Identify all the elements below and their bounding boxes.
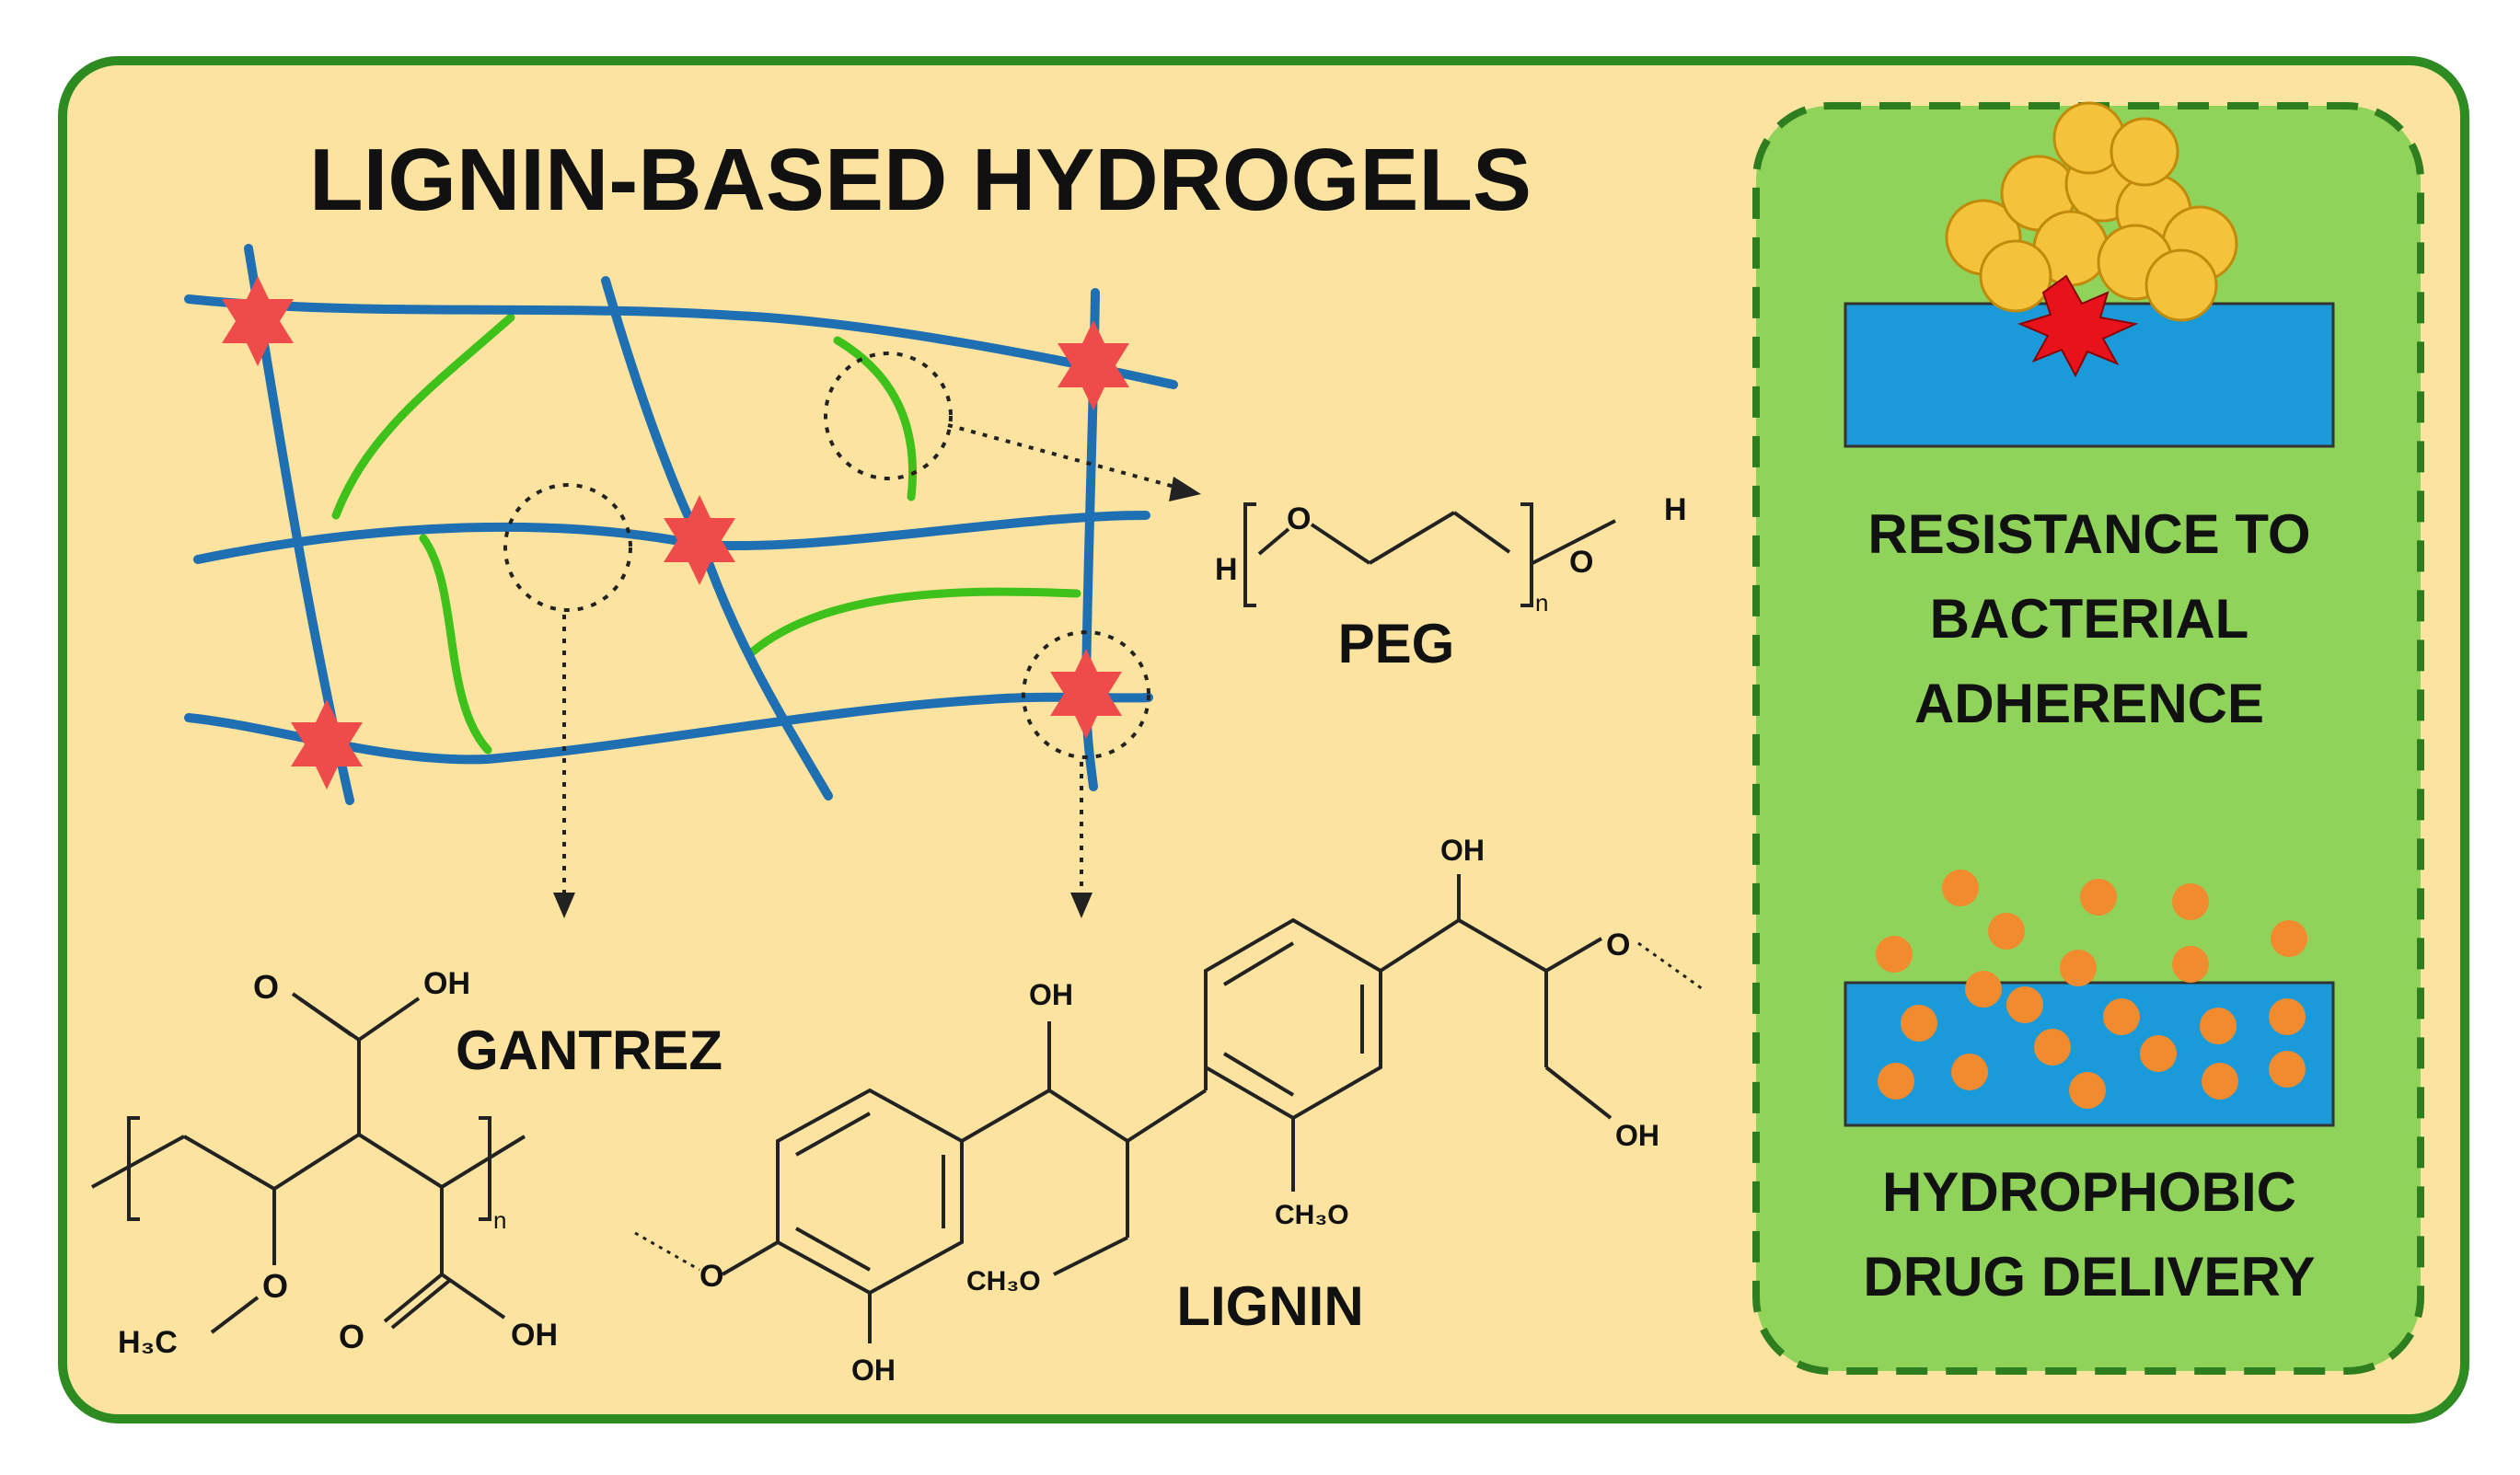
- lignin-ch3o-mid: CH₃O: [1275, 1200, 1349, 1230]
- peg-n: n: [1535, 589, 1548, 617]
- lignin-oh-right: OH: [1615, 1119, 1659, 1152]
- peg-strands: [331, 313, 1081, 755]
- delivery-line-1: HYDROPHOBIC: [1881, 1161, 2297, 1223]
- lignin-structure: OH O OH OH CH₃O CH₃O O OH LIGNIN: [634, 834, 1704, 1387]
- lignin-o-right: O: [1606, 928, 1630, 962]
- crosslink-star-icon: [664, 495, 735, 585]
- crosslink-star-icon: [222, 276, 294, 366]
- arrow-heads: [553, 477, 1201, 918]
- lignin-ch3o-left: CH₃O: [966, 1266, 1041, 1296]
- lignin-label: LIGNIN: [1176, 1275, 1363, 1337]
- resistance-line-3: ADHERENCE: [1913, 673, 2265, 734]
- drug-particle-icon: [1876, 870, 2307, 1109]
- lignin-oh-top: OH: [1440, 834, 1485, 867]
- bacteria-illustration: [1844, 101, 2335, 448]
- crosslink-star-icon: [291, 699, 363, 789]
- gantrez-structure: O OH O OH O H₃C n GANTREZ: [91, 966, 722, 1360]
- delivery-text: HYDROPHOBIC DRUG DELIVERY: [1804, 1150, 2375, 1319]
- diagram-title: LIGNIN-BASED HYDROGELS: [309, 131, 1532, 229]
- lignin-oh-mid: OH: [1029, 978, 1073, 1011]
- peg-h-left: H: [1215, 552, 1238, 587]
- resistance-text: RESISTANCE TO BACTERIAL ADHERENCE: [1804, 492, 2375, 746]
- gantrez-oh-bottom: OH: [511, 1318, 558, 1353]
- crosslink-star-icon: [1050, 649, 1122, 739]
- crosslink-star-icon: [1058, 320, 1129, 410]
- gantrez-o-ether: O: [262, 1267, 288, 1305]
- peg-label: PEG: [1338, 613, 1455, 674]
- gantrez-o-top: O: [253, 968, 279, 1006]
- zoom-circles: [503, 351, 1150, 759]
- peg-o-1: O: [1287, 501, 1311, 536]
- bacteria-cluster-icon: [1945, 101, 2238, 322]
- crosslink-points: [222, 276, 1129, 789]
- gantrez-o-bottom: O: [339, 1318, 364, 1355]
- gantrez-n: n: [493, 1206, 506, 1234]
- lignin-oh-bottom: OH: [851, 1354, 896, 1387]
- delivery-line-2: DRUG DELIVERY: [1863, 1246, 2316, 1308]
- peg-h-right: H: [1664, 492, 1687, 527]
- peg-o-2: O: [1569, 545, 1593, 580]
- lignin-o-left: O: [699, 1259, 723, 1294]
- drug-delivery-illustration: [1844, 870, 2335, 1127]
- star-burst-icon: [2017, 274, 2139, 378]
- gantrez-h3c: H₃C: [118, 1325, 178, 1360]
- resistance-line-1: RESISTANCE TO: [1867, 503, 2311, 565]
- peg-structure: H O O H n PEG: [1215, 492, 1687, 674]
- gantrez-oh-top: OH: [423, 966, 470, 1001]
- gantrez-label: GANTREZ: [456, 1020, 722, 1081]
- resistance-line-2: BACTERIAL: [1929, 588, 2249, 650]
- zoom-arrows: [562, 423, 1179, 893]
